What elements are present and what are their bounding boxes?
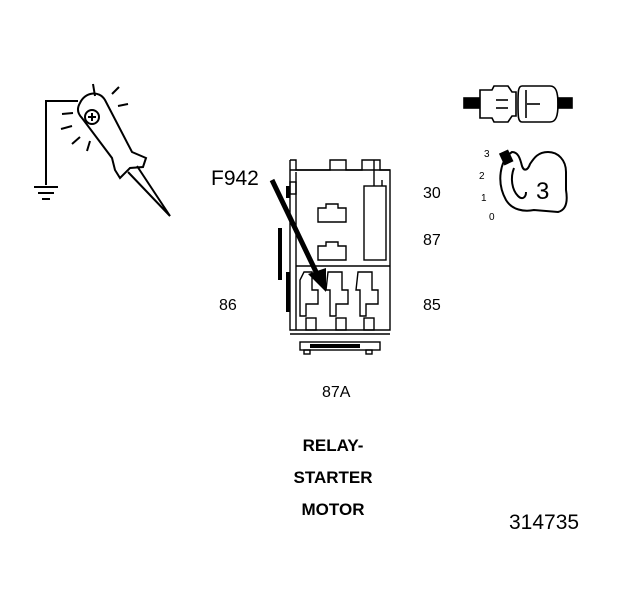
title-line-3: MOTOR (301, 500, 365, 519)
ground-symbol-icon (34, 186, 58, 200)
key-position-2: 2 (479, 171, 485, 182)
relay-body (289, 159, 391, 355)
key-position-0: 0 (489, 212, 495, 223)
callout-label-f942: F942 (211, 167, 259, 190)
title-line-2: STARTER (293, 468, 373, 487)
ignition-key-icon (498, 149, 568, 214)
pin-label-85: 85 (423, 297, 441, 314)
relay-contact-bars (278, 186, 360, 348)
pin-label-87: 87 (423, 232, 441, 249)
key-position-3: 3 (484, 149, 490, 160)
pin-label-86: 86 (219, 297, 237, 314)
pin-label-87a: 87A (322, 384, 351, 401)
key-position-1: 1 (481, 193, 487, 204)
reference-number: 314735 (509, 511, 580, 534)
key-selected-position: 3 (536, 178, 550, 205)
test-lamp-probe-icon (45, 83, 171, 217)
title-line-1: RELAY- (302, 436, 364, 455)
connector-icon (463, 85, 573, 123)
callout-arrow (269, 178, 326, 292)
pin-label-30: 30 (423, 185, 441, 202)
